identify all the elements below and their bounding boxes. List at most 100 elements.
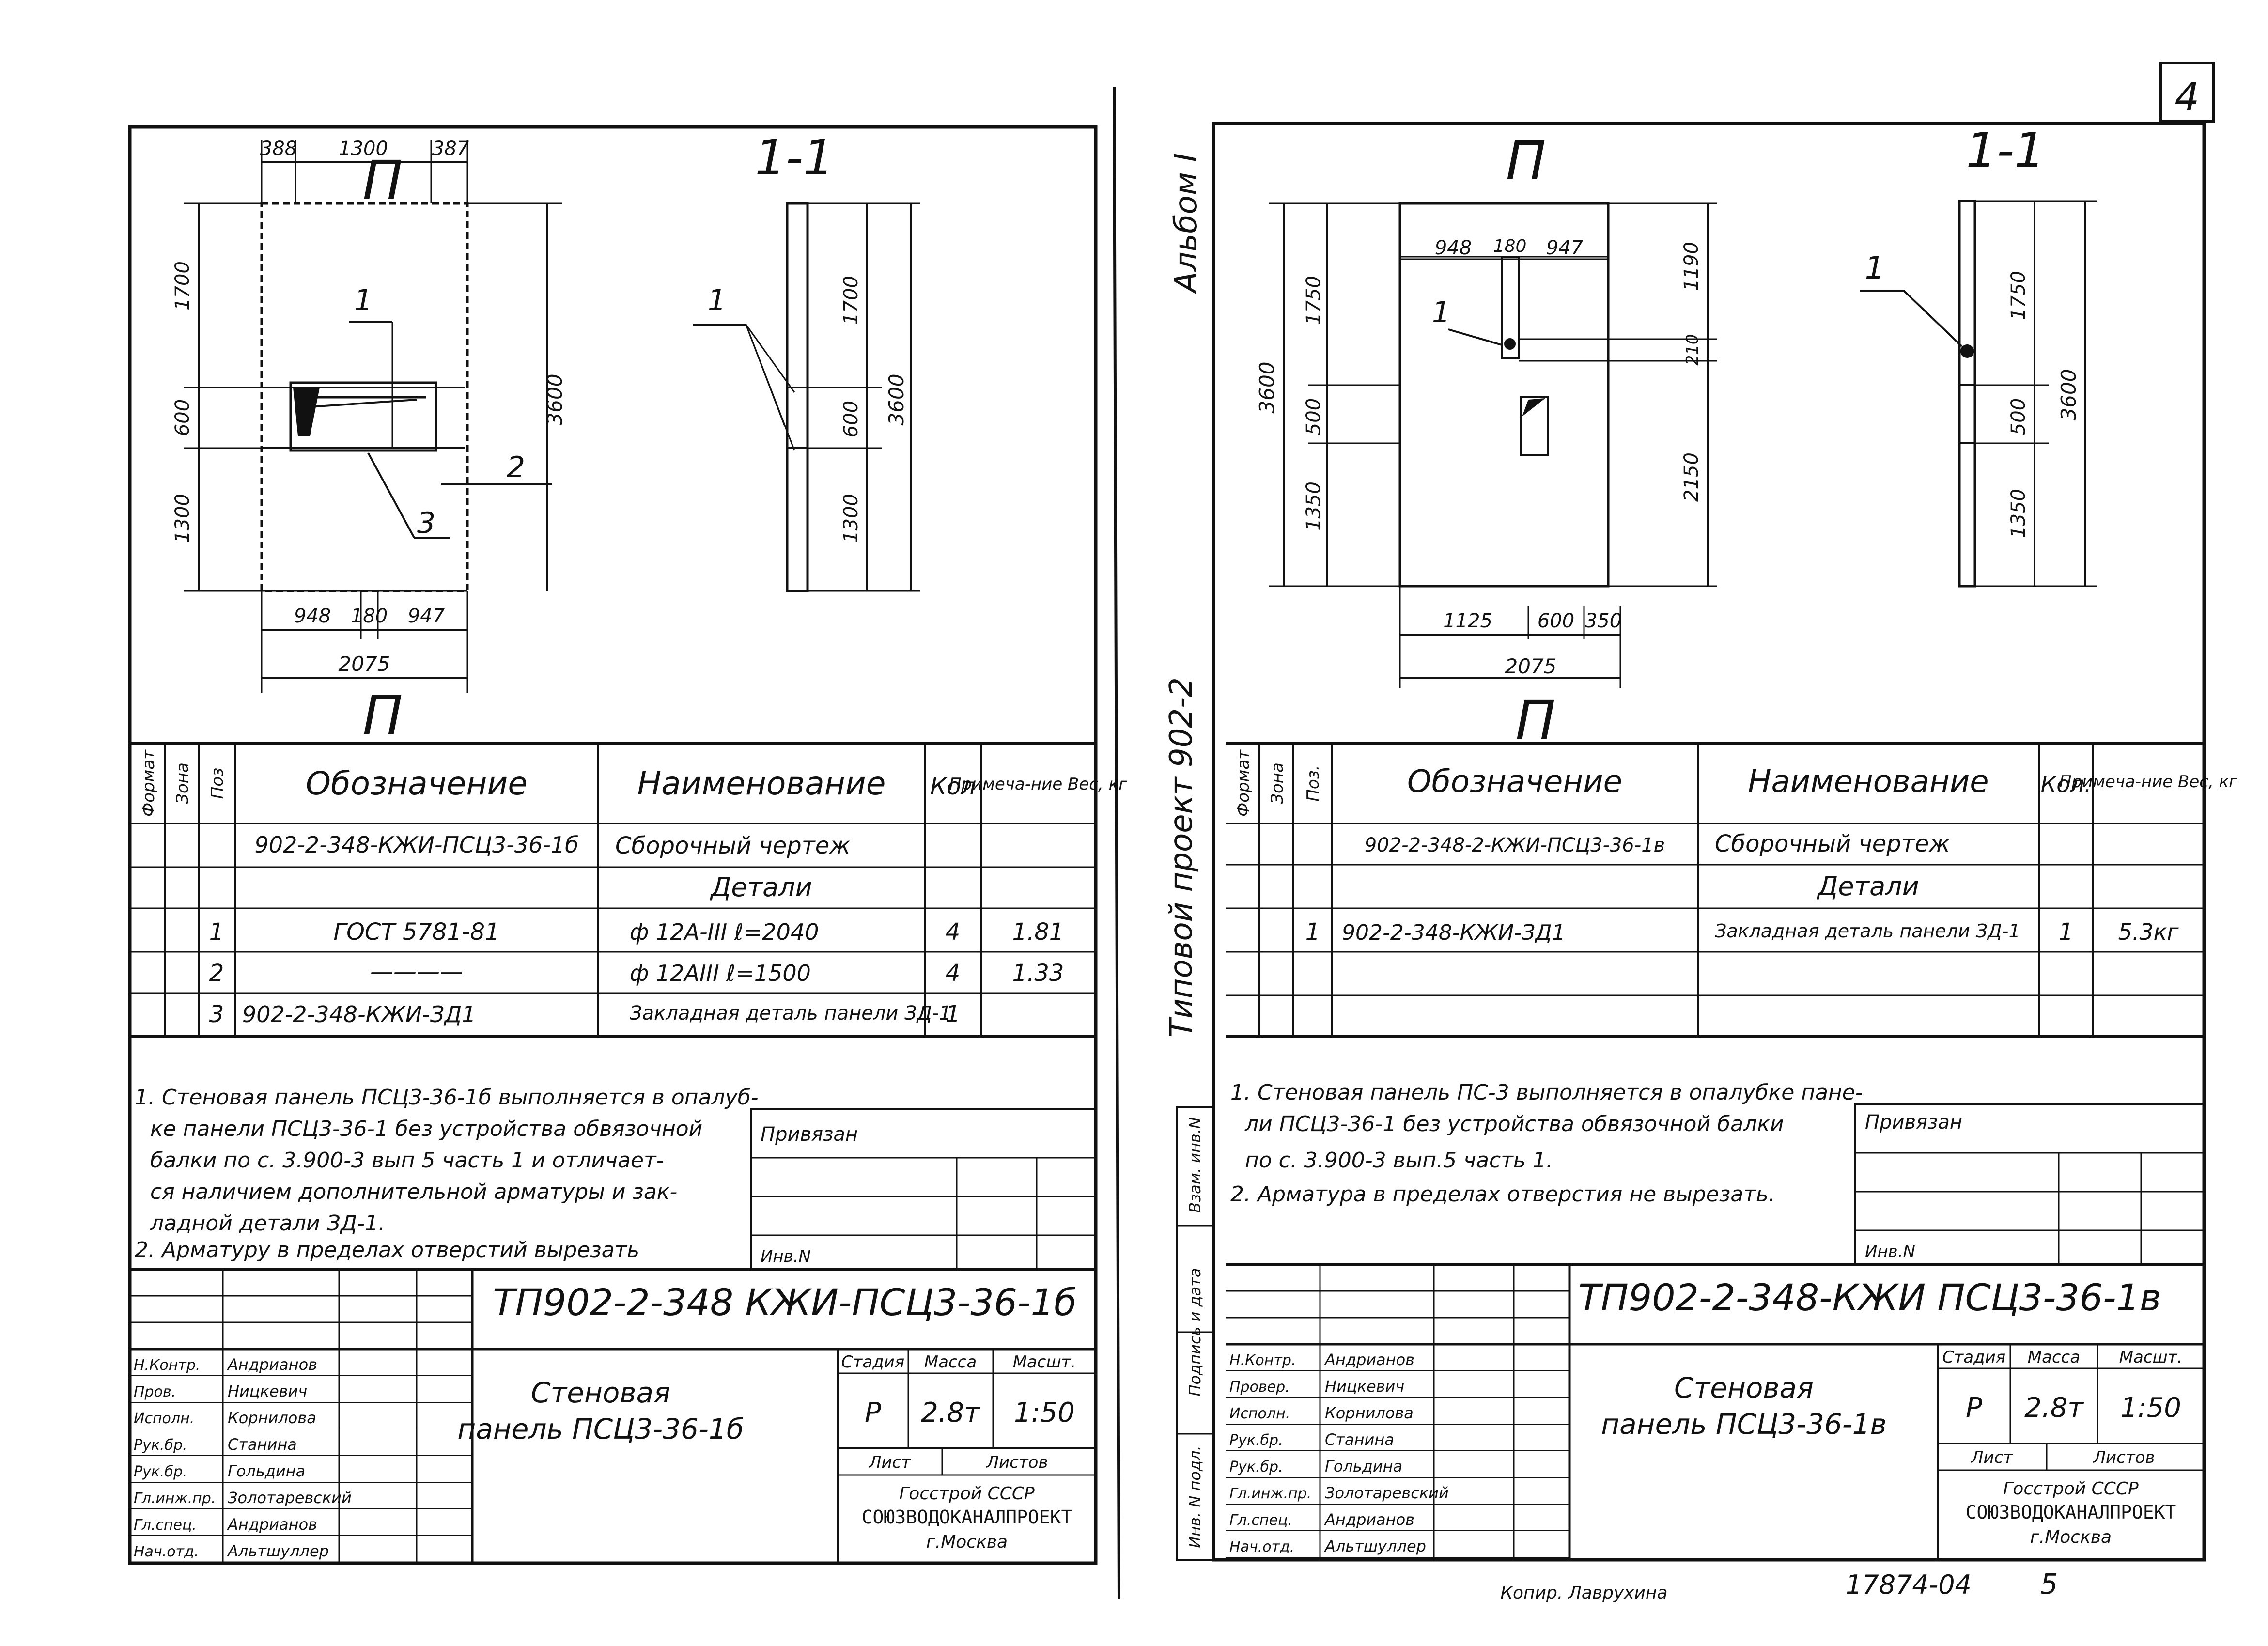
right-inv-label: Инв.N — [1865, 1242, 1915, 1261]
right-dim-bottom-1: 1125 — [1443, 610, 1492, 632]
right-dim-left-1: 1750 — [1303, 276, 1325, 325]
staff-name: Станина — [1325, 1430, 1394, 1449]
right-note-line-4: 2. Арматура в пределах отверстия не выре… — [1230, 1182, 1775, 1207]
right-dim-left-3: 1350 — [1303, 481, 1325, 531]
staff-name: Гольдина — [228, 1462, 305, 1480]
right-stage-value: Р — [1966, 1392, 1982, 1424]
left-note-line-6: 2. Арматуру в пределах отверстий вырезат… — [135, 1238, 639, 1262]
staff-role: Гл.инж.пр. — [134, 1490, 216, 1507]
left-frame — [128, 125, 1098, 1565]
right-staff-list: Н.Контр.АндриановПровер.НицкевичИсполн.К… — [1226, 1351, 1569, 1558]
album-label: Альбом I — [1168, 153, 1204, 295]
left-dim-left-1: 1700 — [171, 261, 194, 311]
left-privyazan-label: Привязан — [761, 1123, 858, 1146]
right-note-line-2: ли ПСЦ3-36-1 без устройства обвязочной б… — [1244, 1112, 1784, 1136]
left-hdr-qty: Кол — [930, 773, 976, 800]
left-sec-dim-total: 3600 — [885, 374, 908, 426]
right-scale-label: Масшт. — [2119, 1348, 2183, 1367]
footer-sheet-number: 5 — [2040, 1568, 2058, 1600]
right-dim-bottom-total: 2075 — [1505, 654, 1557, 678]
staff-name: Золотаревский — [1325, 1484, 1449, 1502]
right-dim-left-total: 3600 — [1255, 362, 1279, 414]
left-dim-bottom-2: 180 — [351, 605, 388, 627]
left-title-2: панель ПСЦ3-36-1б — [457, 1413, 744, 1445]
left-mass-value: 2.8т — [921, 1397, 980, 1429]
left-sheets-label: Листов — [985, 1453, 1048, 1472]
right-sec-dim-1: 1750 — [2007, 271, 2030, 320]
left-dim-bottom-3: 947 — [408, 605, 445, 627]
right-dim-bottom-2: 600 — [1538, 610, 1574, 632]
left-opening — [289, 381, 437, 452]
right-sec-leader: 1 — [1865, 250, 1885, 286]
left-row1-name: Сборочный чертеж — [615, 832, 851, 859]
right-title-block: ТП902-2-348-КЖИ ПСЦ3-36-1в Стадия Масса … — [1226, 1263, 2204, 1560]
left-plan-mark-top: П — [363, 149, 403, 211]
right-row2-name: Детали — [1817, 871, 1919, 901]
staff-name: Гольдина — [1325, 1457, 1402, 1475]
right-row3-note: 5.3кг — [2118, 919, 2179, 945]
left-note-line-2: ке панели ПСЦ3-36-1 без устройства обвяз… — [150, 1117, 702, 1141]
left-org-2: СОЮЗВОДОКАНАЛПРОЕКТ — [862, 1506, 1072, 1528]
left-row4-name: ф 12АIII ℓ=1500 — [630, 960, 811, 986]
left-dim-top-1: 388 — [260, 138, 297, 160]
left-mass-label: Масса — [924, 1352, 977, 1372]
staff-role: Рук.бр. — [1229, 1432, 1283, 1449]
left-section-mark: 1-1 — [755, 129, 834, 186]
right-frame — [1212, 122, 2206, 1562]
left-row3-qty: 4 — [946, 918, 961, 946]
fold-line — [1113, 87, 1120, 1599]
right-org-3: г.Москва — [2030, 1527, 2112, 1547]
left-inv-label: Инв.N — [761, 1247, 811, 1266]
right-hdr-pos: Поз. — [1304, 765, 1323, 801]
staff-name: Альтшуллер — [1324, 1537, 1426, 1555]
left-dim-top-2: 1300 — [339, 138, 388, 160]
page-number: 4 — [2175, 75, 2200, 120]
left-dim-left-2: 600 — [171, 399, 194, 436]
left-hdr-note: Примеча-ние Вес, кг — [949, 775, 1128, 794]
right-row3-qty: 1 — [2059, 918, 2074, 946]
left-scale-label: Масшт. — [1013, 1352, 1076, 1372]
left-stage-label: Стадия — [841, 1352, 904, 1372]
right-dim-inner-3: 947 — [1546, 237, 1584, 259]
right-panel-outline — [1398, 202, 1610, 588]
left-staff-list: Н.Контр.АндриановПров.НицкевичИсполн.Кор… — [130, 1355, 472, 1563]
left-row3-name: ф 12А-III ℓ=2040 — [630, 919, 819, 945]
left-row3-pos: 1 — [209, 918, 224, 946]
right-leader-1: 1 — [1432, 295, 1450, 329]
right-row1-designation: 902-2-348-2-КЖИ-ПСЦ3-36-1в — [1365, 834, 1665, 856]
left-stage-value: Р — [865, 1397, 881, 1429]
staff-role: Рук.бр. — [134, 1437, 187, 1454]
right-section-panel — [1958, 200, 1976, 588]
left-hdr-name: Наименование — [637, 765, 886, 802]
left-row5-name: Закладная деталь панели ЗД-1 — [630, 1002, 951, 1025]
left-row1-designation: 902-2-348-КЖИ-ПСЦ3-36-1б — [255, 832, 579, 858]
right-title-2: панель ПСЦ3-36-1в — [1601, 1408, 1887, 1441]
staff-role: Провер. — [1229, 1379, 1290, 1396]
left-sec-dim-2: 600 — [840, 401, 862, 437]
staff-name: Корнилова — [1325, 1404, 1414, 1422]
left-sec-leader: 1 — [708, 283, 726, 317]
left-note-line-1: 1. Стеновая панель ПСЦ3-36-1б выполняетс… — [135, 1085, 759, 1110]
left-sheet: П П 388 1300 387 1700 600 — [128, 125, 1128, 1565]
staff-role: Исполн. — [1229, 1405, 1290, 1422]
left-plan-view: П П 388 1300 387 1700 600 — [171, 138, 567, 746]
right-mass-label: Масса — [2028, 1348, 2080, 1367]
staff-role: Гл.спец. — [1229, 1512, 1292, 1529]
right-sheet: П П 948 180 947 3600 1750 500 1350 — [1176, 122, 2238, 1562]
left-notes: 1. Стеновая панель ПСЦ3-36-1б выполняетс… — [135, 1085, 759, 1262]
left-spec-table: Формат Зона Поз Обозначение Наименование… — [130, 742, 1128, 1038]
left-sheet-label: Лист — [868, 1453, 911, 1472]
right-dim-inner-1: 948 — [1435, 237, 1472, 259]
left-org-1: Госстрой СССР — [899, 1484, 1035, 1504]
right-org-1: Госстрой СССР — [2003, 1479, 2139, 1499]
right-row3-name: Закладная деталь панели ЗД-1 — [1715, 920, 2020, 942]
left-dim-top-3: 387 — [432, 138, 469, 160]
staff-name: Андрианов — [227, 1515, 317, 1534]
right-scale-value: 1:50 — [2120, 1392, 2181, 1424]
right-plan-mark-bottom: П — [1516, 689, 1556, 751]
left-section-view: 1-1 1700 600 1300 3600 1 — [693, 129, 920, 592]
footer-archive-number: 17874-04 — [1846, 1569, 1972, 1600]
staff-name: Ницкевич — [228, 1382, 307, 1400]
left-title-1: Стеновая — [531, 1376, 670, 1409]
staff-role: Нач.отд. — [134, 1543, 199, 1560]
